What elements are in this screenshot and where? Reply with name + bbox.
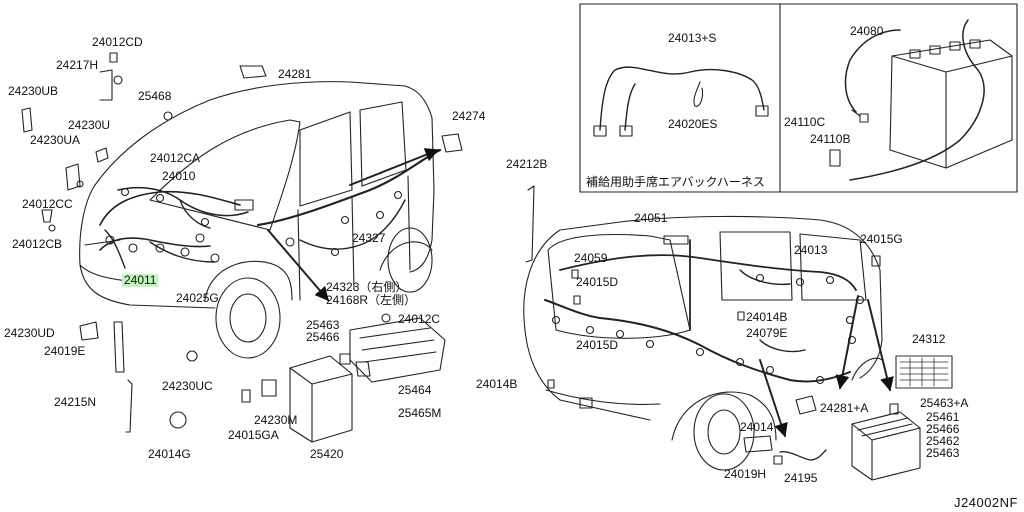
part-label-24230UB[interactable]: 24230UB xyxy=(8,84,59,98)
part-label-24019H[interactable]: 24019H xyxy=(724,467,767,481)
part-label-25464[interactable]: 25464 xyxy=(398,383,432,397)
part-label-24312[interactable]: 24312 xyxy=(912,332,946,346)
part-label-25462[interactable]: 25462 xyxy=(926,434,960,448)
inset-caption: 補給用助手席エアバックハーネス xyxy=(586,175,765,189)
part-label-24012CD[interactable]: 24012CD xyxy=(92,35,143,49)
part-label-24230M[interactable]: 24230M xyxy=(254,413,298,427)
part-label-24020ES[interactable]: 24020ES xyxy=(668,117,718,131)
part-label-24013[interactable]: 24013 xyxy=(794,243,828,257)
part-label-24110C[interactable]: 24110C xyxy=(784,115,826,129)
part-label-25463A[interactable]: 25463+A xyxy=(920,396,969,410)
rear-vehicle-outline xyxy=(523,215,883,471)
front-small-parts xyxy=(21,52,463,443)
part-label-24015GA[interactable]: 24015GA xyxy=(228,428,279,442)
part-label-24323[interactable]: 24323（右側） xyxy=(326,280,408,294)
part-label-24014B[interactable]: 24014B xyxy=(746,310,788,324)
part-label-24015G[interactable]: 24015G xyxy=(860,232,903,246)
inset-battery xyxy=(829,19,1013,181)
part-label-24013S[interactable]: 24013+S xyxy=(668,31,717,45)
part-label-24079E[interactable]: 24079E xyxy=(746,326,788,340)
part-label-25463-rear[interactable]: 25463 xyxy=(926,446,960,460)
part-label-24012CC[interactable]: 24012CC xyxy=(22,197,73,211)
rear-small-parts xyxy=(525,185,953,481)
part-label-24217H[interactable]: 24217H xyxy=(56,58,99,72)
part-label-24025G[interactable]: 24025G xyxy=(176,291,219,305)
part-label-24019E[interactable]: 24019E xyxy=(44,344,86,358)
part-label-25466-rear[interactable]: 25466 xyxy=(926,422,960,436)
diagram-code: J24002NF xyxy=(954,495,1018,510)
part-label-24281[interactable]: 24281 xyxy=(278,67,312,81)
part-label-24051[interactable]: 24051 xyxy=(634,211,668,225)
part-label-24015D[interactable]: 24015D xyxy=(576,275,619,289)
part-label-24059[interactable]: 24059 xyxy=(574,251,608,265)
part-label-24012C[interactable]: 24012C xyxy=(398,312,441,326)
part-label-25463[interactable]: 25463 xyxy=(306,318,340,332)
part-label-25461[interactable]: 25461 xyxy=(926,410,960,424)
part-label-25420[interactable]: 25420 xyxy=(310,447,344,461)
part-label-24080[interactable]: 24080 xyxy=(850,24,884,38)
front-vehicle-outline xyxy=(79,81,442,359)
part-label-24215N[interactable]: 24215N xyxy=(54,395,97,409)
part-label-24011[interactable]: 24011 xyxy=(122,273,159,287)
part-label-24230U[interactable]: 24230U xyxy=(68,118,111,132)
part-label-24274[interactable]: 24274 xyxy=(452,109,486,123)
part-label-24230UA[interactable]: 24230UA xyxy=(30,133,81,147)
part-label-24281A[interactable]: 24281+A xyxy=(820,401,869,415)
part-label-24014G[interactable]: 24014G xyxy=(148,447,191,461)
part-label-24230UC[interactable]: 24230UC xyxy=(162,379,213,393)
part-label-24168R[interactable]: 24168R（左側） xyxy=(326,293,417,307)
part-label-24012CA[interactable]: 24012CA xyxy=(150,151,201,165)
part-label-24110B[interactable]: 24110B xyxy=(810,132,851,146)
part-label-24195[interactable]: 24195 xyxy=(784,471,818,485)
part-label-24015D-lower[interactable]: 24015D xyxy=(576,338,619,352)
part-label-24014B-rear[interactable]: 24014B xyxy=(476,377,518,391)
part-label-24230UD[interactable]: 24230UD xyxy=(4,326,55,340)
part-label-24327[interactable]: 24327 xyxy=(352,231,386,245)
part-label-24012CB[interactable]: 24012CB xyxy=(12,237,63,251)
inset-airbag-harness xyxy=(593,66,769,137)
part-label-25466[interactable]: 25466 xyxy=(306,330,340,344)
part-label-24010[interactable]: 24010 xyxy=(162,169,196,183)
part-label-25468[interactable]: 25468 xyxy=(138,89,172,103)
part-label-24212B[interactable]: 24212B xyxy=(506,157,548,171)
part-label-25465M[interactable]: 25465M xyxy=(398,406,442,420)
part-label-24014[interactable]: 24014 xyxy=(740,420,774,434)
